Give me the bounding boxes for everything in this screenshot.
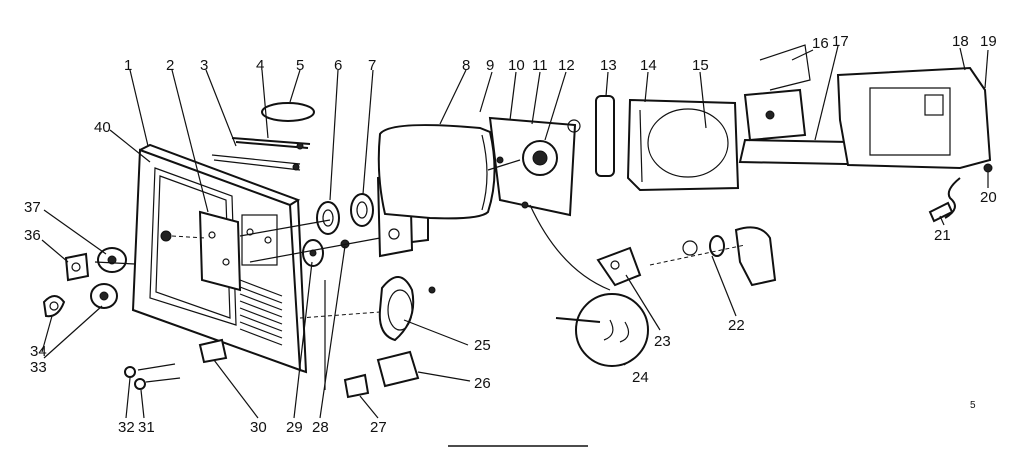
switch-drawing [343, 350, 420, 399]
callout-28: 28 [312, 419, 329, 436]
control-assembly-drawing [596, 226, 777, 287]
bottom-small-parts-drawing [124, 338, 228, 390]
callout-20: 20 [980, 189, 997, 206]
knob-drawing [302, 193, 374, 267]
callout-40: 40 [94, 119, 111, 136]
leader-lines [41, 45, 989, 419]
callout-8: 8 [462, 57, 470, 74]
callout-13: 13 [600, 57, 617, 74]
control-bracket-drawing [160, 210, 242, 292]
shield-strip-drawing [595, 95, 615, 177]
callout-21: 21 [934, 227, 951, 244]
callout-labels: 1 2 3 4 5 6 7 8 9 10 11 12 13 14 15 16 1… [24, 33, 997, 436]
front-bezel-drawing [131, 143, 308, 374]
callout-22: 22 [728, 317, 745, 334]
callout-34: 34 [30, 343, 47, 360]
callout-4: 4 [256, 57, 264, 74]
callout-37: 37 [24, 199, 41, 216]
callout-16: 16 [812, 35, 829, 52]
picture-tube-drawing [377, 124, 504, 220]
callout-18: 18 [952, 33, 969, 50]
corner-mark: 5 [970, 400, 976, 411]
power-cord-drawing [928, 163, 993, 223]
callout-1: 1 [124, 57, 132, 74]
yoke-assembly-drawing [488, 116, 611, 291]
callout-32: 32 [118, 419, 135, 436]
antenna-parts-drawing [211, 102, 315, 171]
callout-24: 24 [632, 369, 649, 386]
callout-6: 6 [334, 57, 342, 74]
callout-14: 14 [640, 57, 657, 74]
connection-lines [94, 159, 521, 390]
callout-2: 2 [166, 57, 174, 74]
callout-9: 9 [486, 57, 494, 74]
callout-30: 30 [250, 419, 267, 436]
callout-19: 19 [980, 33, 997, 50]
front-knobs-drawing [42, 247, 127, 318]
callout-29: 29 [286, 419, 303, 436]
callout-36: 36 [24, 227, 41, 244]
callout-17: 17 [832, 33, 849, 50]
tube-frame-drawing [626, 98, 740, 192]
callout-23: 23 [654, 333, 671, 350]
callout-10: 10 [508, 57, 525, 74]
back-cover-drawing [836, 66, 992, 170]
callout-31: 31 [138, 419, 155, 436]
callout-15: 15 [692, 57, 709, 74]
callout-3: 3 [200, 57, 208, 74]
callout-11: 11 [532, 57, 548, 74]
callout-27: 27 [370, 419, 387, 436]
callout-12: 12 [558, 57, 575, 74]
callout-25: 25 [474, 337, 491, 354]
callout-33: 33 [30, 359, 47, 376]
speaker-drawing [378, 276, 436, 342]
callout-7: 7 [368, 57, 376, 74]
detail-circle-drawing [555, 293, 649, 367]
callout-26: 26 [474, 375, 491, 392]
callout-5: 5 [296, 57, 304, 74]
